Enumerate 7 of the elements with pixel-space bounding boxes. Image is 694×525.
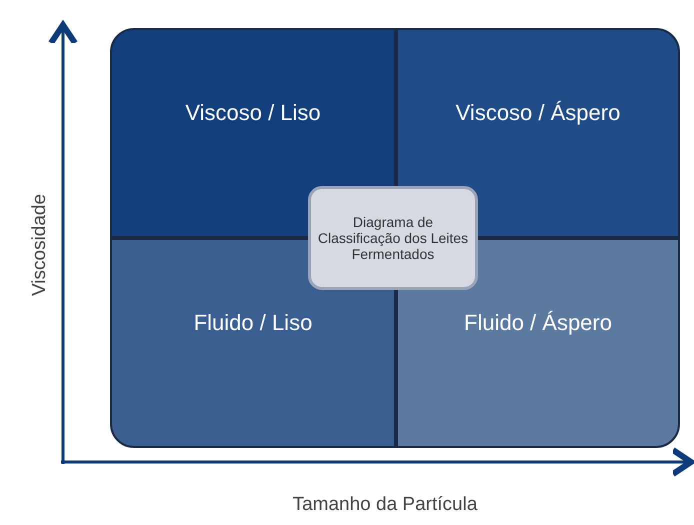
quadrant-label: Viscoso / Áspero xyxy=(454,100,622,126)
x-axis-title: Tamanho da Partícula xyxy=(292,494,478,516)
quadrant-label: Fluido / Áspero xyxy=(463,310,613,336)
y-axis-title: Viscosidade xyxy=(29,194,51,296)
center-title-box: Diagrama de Classificação dos Leites Fermentados xyxy=(308,186,478,290)
quadrant-label: Viscoso / Liso xyxy=(184,100,322,126)
quadrant-label: Fluido / Liso xyxy=(192,310,314,336)
